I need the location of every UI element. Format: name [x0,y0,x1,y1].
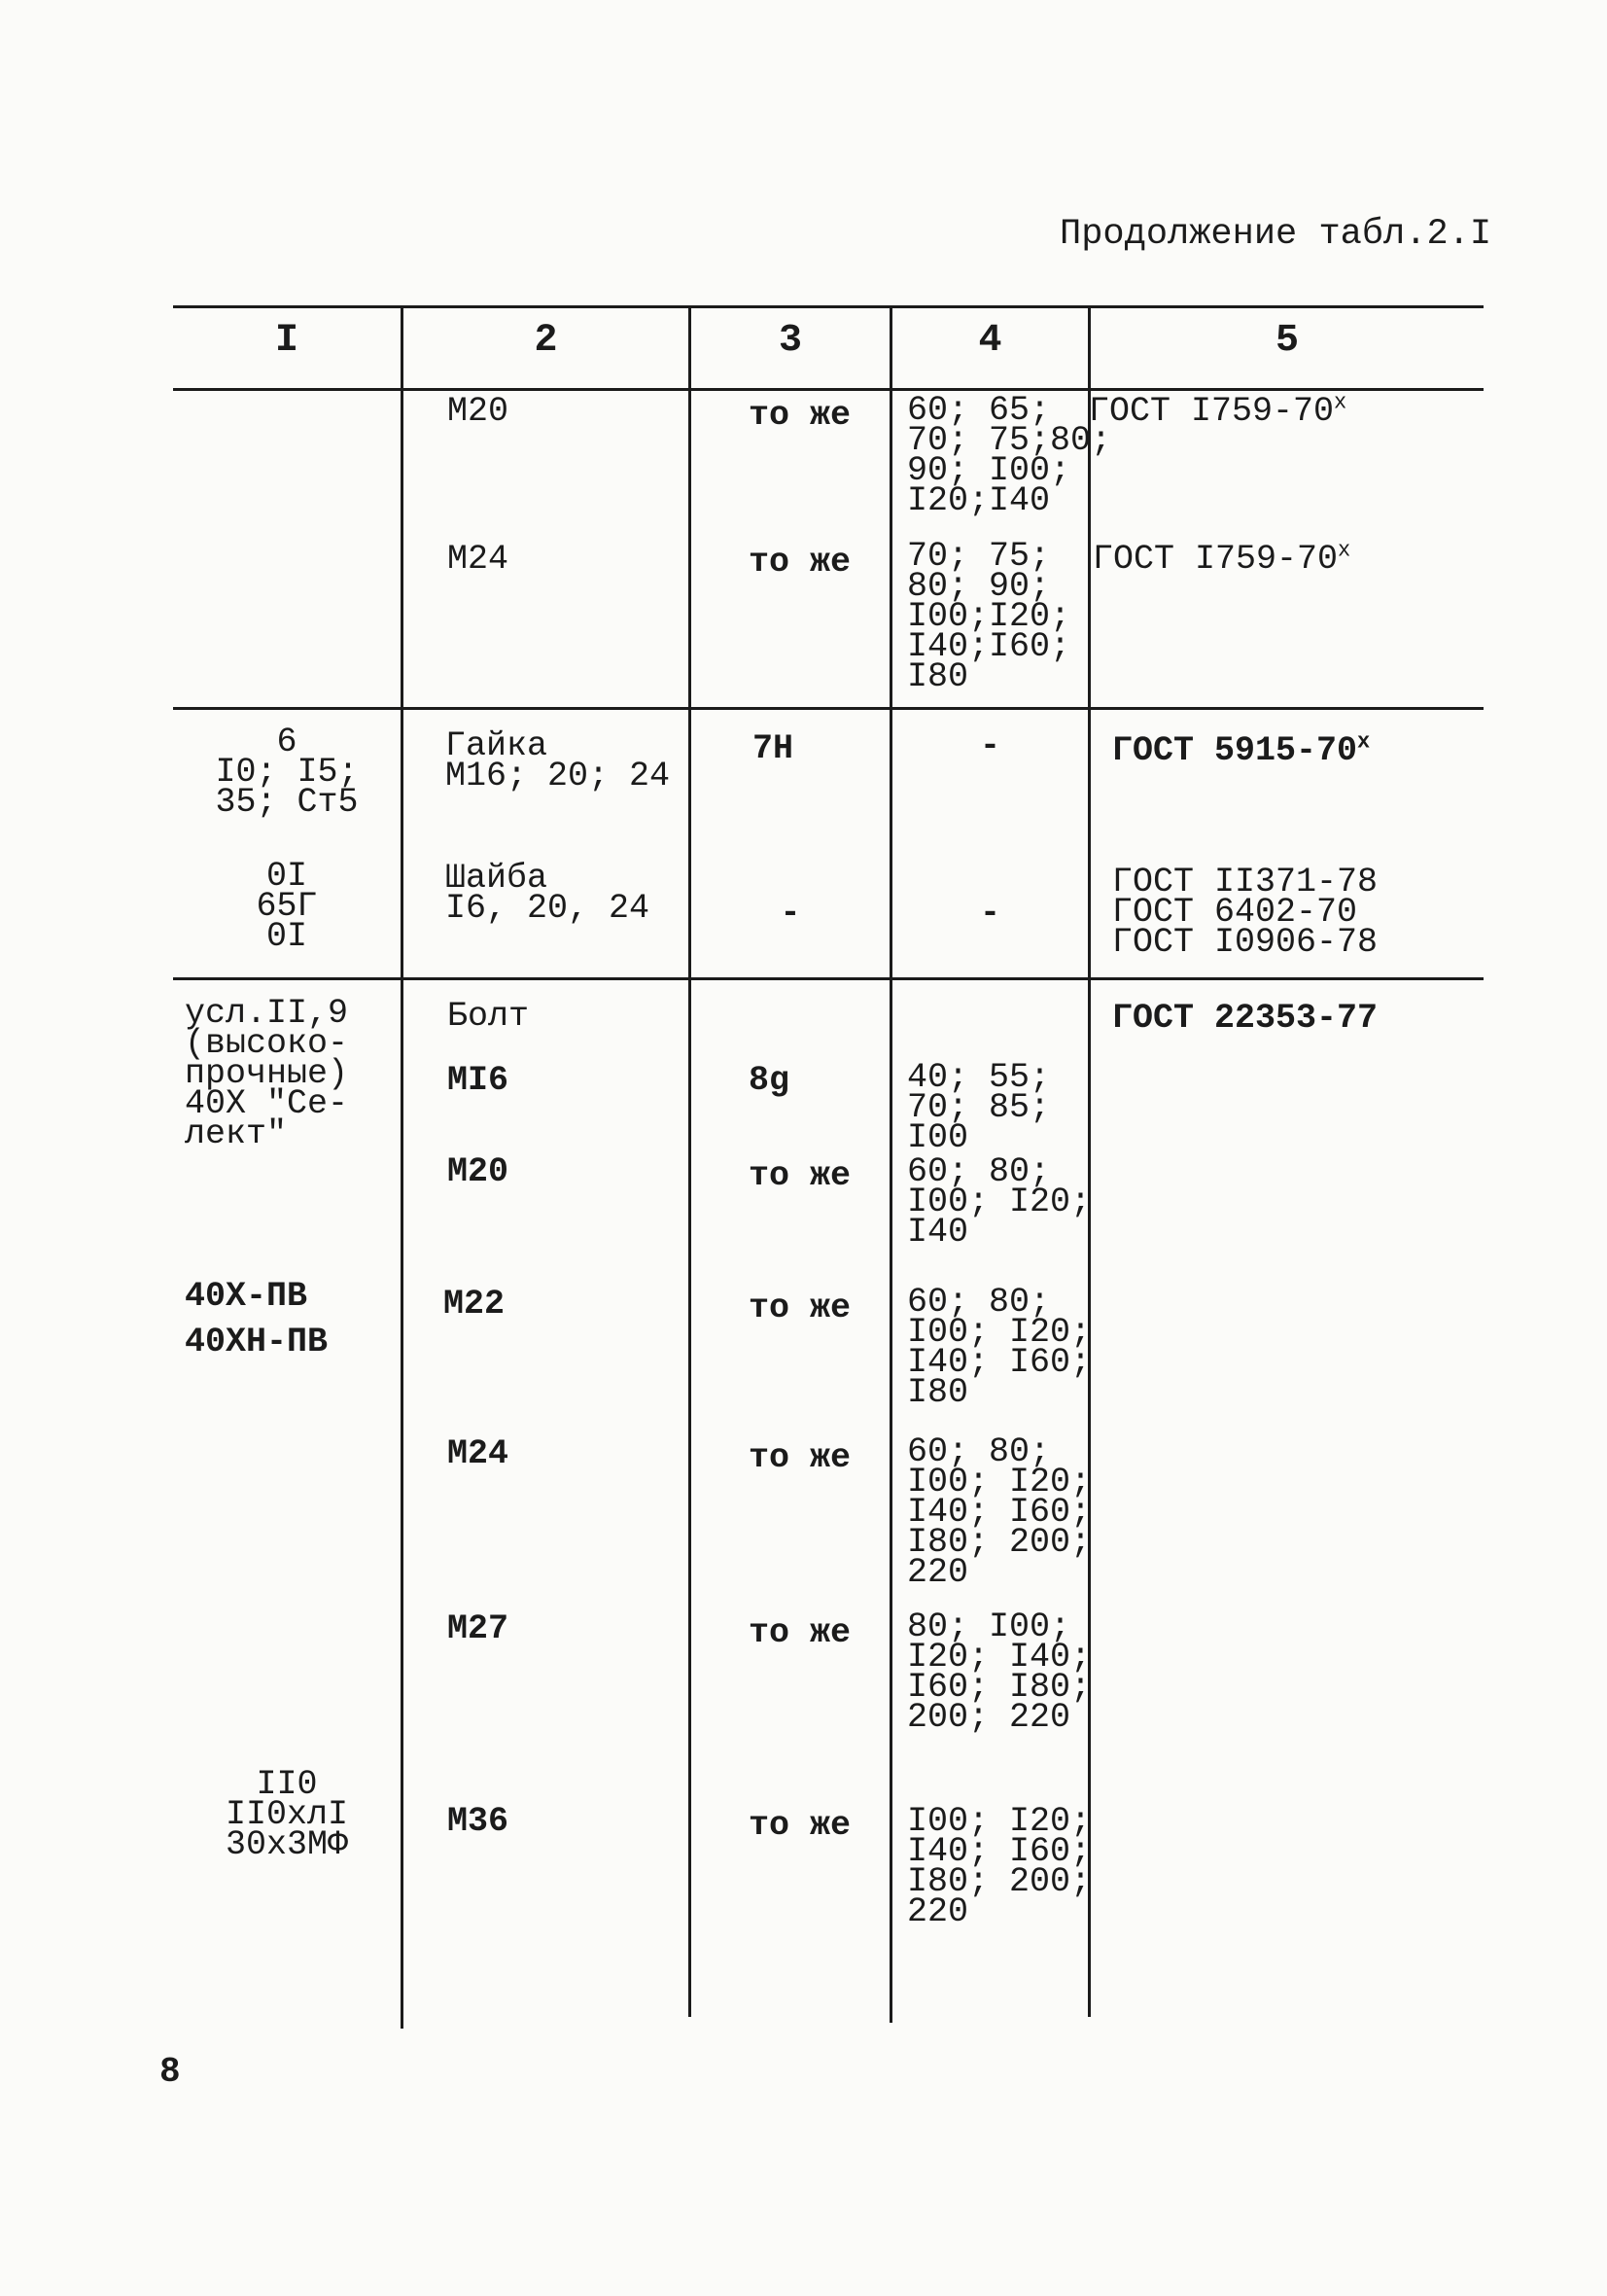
column-divider-1 [401,305,403,2029]
row-1-col-4: 60; 65; 70; 75;80; 90; I00; I20;I40 [907,391,1112,520]
column-header-4: 4 [978,319,1002,363]
row-7-col-4: 60; 80; I00; I20; I40 [907,1152,1092,1252]
row-9-col-3: то же [749,1438,852,1477]
row-4-col-5: ГОСТ II371-78 ГОСТ 6402-70 ГОСТ I0906-78 [1112,863,1379,962]
row-5-col-2: Болт [447,997,530,1036]
row-10-col-4: 80; I00; I20; I40; I60; I80; 200; 220 [907,1607,1092,1737]
row-5-col-1: усл.II,9 (высоко- прочные) 40Х "Се- лект… [185,994,349,1153]
row-8-col-2: M22 [443,1285,506,1324]
row-4-col-1: 0I 65Г 0I [256,857,318,956]
column-header-2: 2 [534,319,558,363]
row-7-col-3: то же [749,1156,852,1195]
column-divider-4 [1088,305,1091,2017]
row-11-col-2: M36 [447,1802,509,1841]
row-2-col-3: то же [749,543,852,582]
row-8-col-4: 60; 80; I00; I20; I40; I60; I80 [907,1283,1092,1412]
page-number: 8 [159,2052,181,2092]
column-divider-3 [890,305,892,2023]
row-11-col-1: II0 II0хлI 30х3МФ [225,1765,349,1864]
header-bottom-rule [173,388,1484,391]
row-6-col-4: 40; 55; 70; 85; I00 [907,1058,1051,1157]
row-9-col-4: 60; 80; I00; I20; I40; I60; I80; 200; 22… [907,1432,1092,1592]
row-7-col-2: M20 [447,1152,509,1191]
row-3-col-2: Гайка M16; 20; 24 [445,726,671,795]
row-9-col-2: M24 [447,1434,509,1473]
row-2-col-2: M24 [447,540,509,579]
table-top-rule [173,305,1484,308]
row-4-col-4: - [979,894,1000,933]
row-6-col-2: MI6 [447,1061,509,1100]
row-4-col-3: - [780,894,801,933]
table-caption: Продолжение табл.2.I [1060,214,1492,255]
row-8-col-3: то же [749,1289,852,1327]
row-5-col-5: ГОСТ 22353-77 [1112,999,1379,1038]
column-divider-2 [688,305,691,2017]
row-10-col-2: M27 [447,1609,509,1648]
row-6-col-3: 8g [749,1061,790,1100]
row-3-col-1: 6 I0; I5; 35; Ст5 [215,723,359,822]
row-1-col-5: ГОСТ I759-70x [1089,390,1347,431]
group-divider-1 [173,707,1484,710]
row-3-col-3: 7H [752,729,794,768]
column-header-1: I [274,319,298,363]
row-11-col-4: I00; I20; I40; I60; I80; 200; 220 [907,1802,1092,1931]
row-11-col-3: то же [749,1806,852,1845]
row-4-col-2: Шайба I6, 20, 24 [445,859,650,928]
row-2-col-4: 70; 75; 80; 90; I00;I20; I40;I60; I80 [907,537,1071,696]
row-3-col-5: ГОСТ 5915-70x [1112,729,1371,770]
column-header-5: 5 [1275,319,1299,363]
group-divider-2 [173,977,1484,980]
row-3-col-4: - [979,726,1000,765]
row-2-col-5: ГОСТ I759-70x [1093,538,1351,579]
column-header-3: 3 [778,319,802,363]
row-1-col-2: M20 [447,392,509,431]
row-8-col-1: 40Х-ПВ 40ХН-ПВ [185,1277,329,1361]
row-1-col-3: то же [749,396,852,435]
row-10-col-3: то же [749,1613,852,1652]
